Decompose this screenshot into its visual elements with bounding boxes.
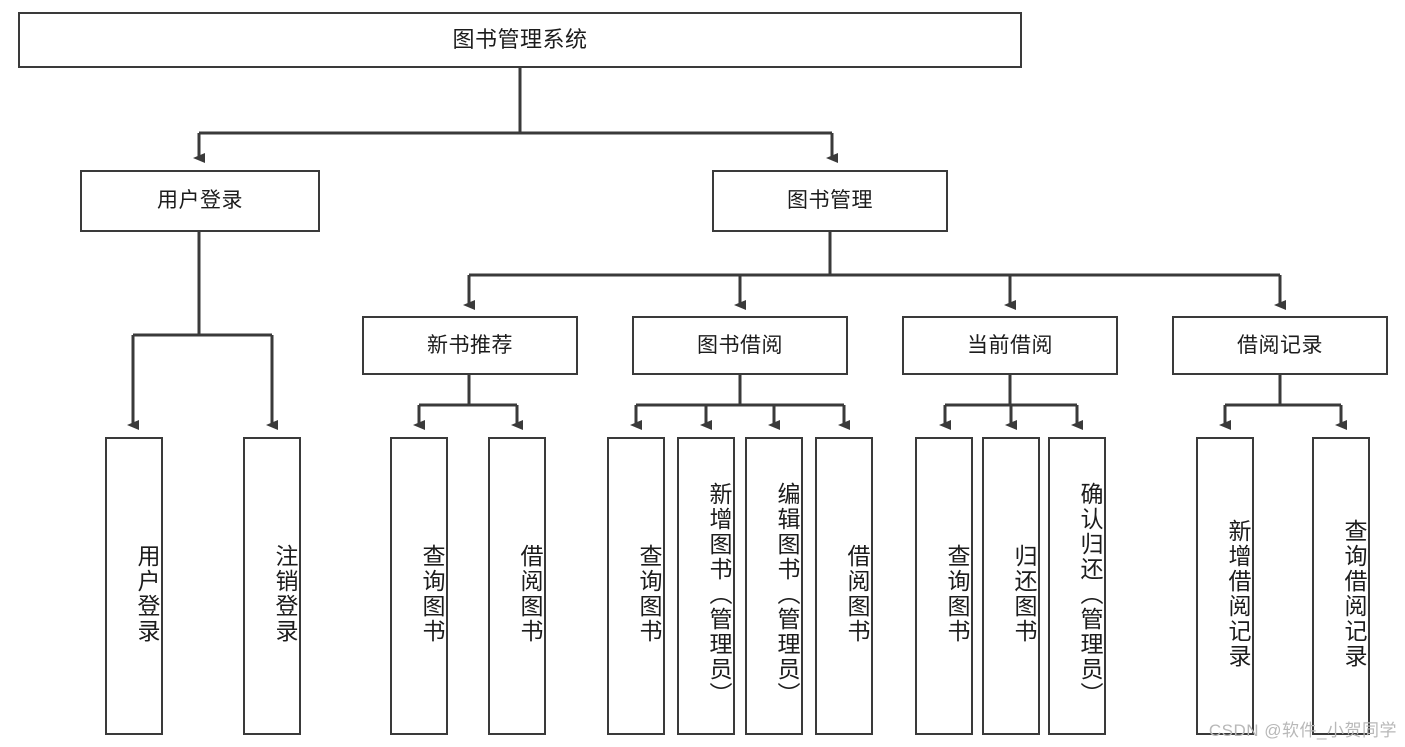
leaf-query-book-borrow[interactable]: 查询图书 [607, 437, 665, 735]
node-new-book-recommend[interactable]: 新书推荐 [362, 316, 578, 375]
node-label: 新增借阅记录 [1225, 519, 1251, 669]
leaf-confirm-return-admin[interactable]: 确认归还（管理员） [1048, 437, 1106, 735]
leaf-query-borrow-record[interactable]: 查询借阅记录 [1312, 437, 1370, 735]
node-label: 确认归还（管理员） [1077, 481, 1103, 707]
node-label: 借阅图书 [844, 544, 870, 644]
node-current-borrow[interactable]: 当前借阅 [902, 316, 1118, 375]
node-label: 借阅记录 [1237, 333, 1323, 357]
node-label: 新书推荐 [427, 333, 513, 357]
node-label: 用户登录 [134, 544, 160, 644]
leaf-query-book-recommend[interactable]: 查询图书 [390, 437, 448, 735]
node-root-system[interactable]: 图书管理系统 [18, 12, 1022, 68]
leaf-borrow-book[interactable]: 借阅图书 [815, 437, 873, 735]
node-book-manage[interactable]: 图书管理 [712, 170, 948, 232]
leaf-add-borrow-record[interactable]: 新增借阅记录 [1196, 437, 1254, 735]
node-label: 查询借阅记录 [1341, 519, 1367, 669]
leaf-logout-login[interactable]: 注销登录 [243, 437, 301, 735]
node-label: 新增图书（管理员） [706, 481, 732, 707]
node-label: 图书借阅 [697, 333, 783, 357]
node-label: 查询图书 [419, 544, 445, 644]
leaf-user-login[interactable]: 用户登录 [105, 437, 163, 735]
node-label: 注销登录 [272, 544, 298, 644]
node-label: 图书管理系统 [452, 26, 588, 52]
node-user-login[interactable]: 用户登录 [80, 170, 320, 232]
node-label: 图书管理 [787, 189, 873, 213]
node-label: 查询图书 [944, 544, 970, 644]
leaf-borrow-book-recommend[interactable]: 借阅图书 [488, 437, 546, 735]
leaf-add-book-admin[interactable]: 新增图书（管理员） [677, 437, 735, 735]
leaf-return-book[interactable]: 归还图书 [982, 437, 1040, 735]
node-book-borrow[interactable]: 图书借阅 [632, 316, 848, 375]
leaf-edit-book-admin[interactable]: 编辑图书（管理员） [745, 437, 803, 735]
node-label: 归还图书 [1011, 544, 1037, 644]
leaf-query-book-current[interactable]: 查询图书 [915, 437, 973, 735]
node-label: 当前借阅 [967, 333, 1053, 357]
node-borrow-record[interactable]: 借阅记录 [1172, 316, 1388, 375]
node-label: 借阅图书 [517, 544, 543, 644]
node-label: 编辑图书（管理员） [774, 481, 800, 707]
node-label: 查询图书 [636, 544, 662, 644]
node-label: 用户登录 [157, 189, 243, 213]
watermark-text: CSDN @软件_小贺同学 [1208, 721, 1397, 740]
